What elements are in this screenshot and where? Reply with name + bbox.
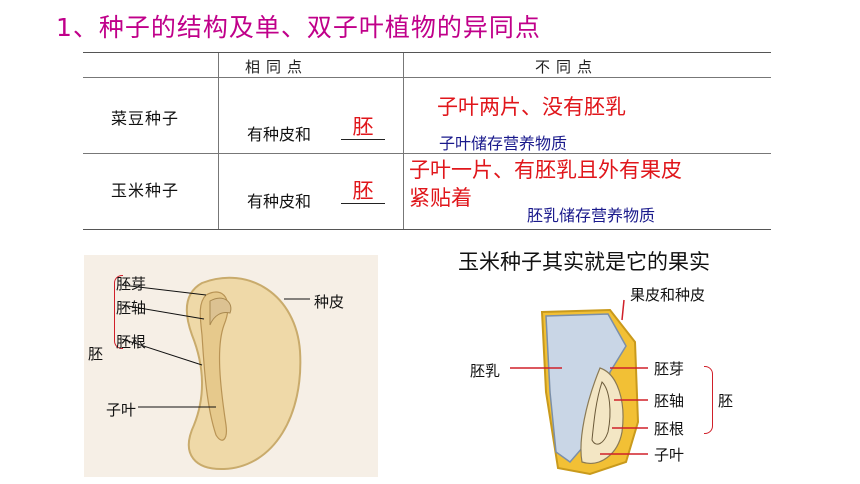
diff-blue-corn: 胚乳储存营养物质 — [527, 206, 656, 225]
corn-seed-illustration — [510, 299, 648, 476]
label-corn-radicle: 胚根 — [654, 420, 685, 438]
label-seed-coat: 种皮 — [314, 293, 345, 311]
label-pericarp-seed-coat: 果皮和种皮 — [630, 286, 706, 304]
table-divider — [83, 153, 771, 154]
diff-red-bean: 子叶两片、没有胚乳 — [437, 95, 626, 119]
label-plumule: 胚芽 — [116, 275, 147, 293]
corn-seed-diagram: 果皮和种皮 胚乳 胚芽 胚轴 胚根 子叶 胚 — [450, 272, 780, 480]
answer-blank-bean: 胚 — [341, 115, 385, 140]
diff-red-corn-line2: 紧贴着 — [409, 186, 472, 210]
label-corn-hypocotyl: 胚轴 — [654, 392, 685, 410]
header-diff: 不同点 — [535, 58, 599, 76]
bean-seed-diagram: 胚芽 胚轴 胚根 胚 子叶 种皮 — [84, 255, 378, 477]
corn-caption: 玉米种子其实就是它的果实 — [458, 250, 710, 274]
same-text-bean: 有种皮和 — [247, 125, 312, 144]
label-corn-embryo: 胚 — [718, 392, 734, 410]
comparison-table: 相同点 不同点 菜豆种子 有种皮和 胚 子叶两片、没有胚乳 子叶储存营养物质 玉… — [83, 52, 771, 230]
row-label-corn: 玉米种子 — [111, 181, 180, 200]
embryo-bracket — [114, 275, 123, 349]
label-cotyledon: 子叶 — [106, 401, 137, 419]
diff-red-corn-line1: 子叶一片、有胚乳且外有果皮 — [409, 158, 682, 182]
page-title: 1、种子的结构及单、双子叶植物的异同点 — [56, 13, 541, 42]
answer-blank-corn: 胚 — [341, 179, 385, 204]
header-same: 相同点 — [245, 58, 309, 76]
label-hypocotyl: 胚轴 — [116, 299, 147, 317]
same-text-corn: 有种皮和 — [247, 192, 312, 211]
diff-blue-bean: 子叶储存营养物质 — [439, 134, 568, 153]
label-embryo: 胚 — [88, 345, 104, 363]
row-label-bean: 菜豆种子 — [111, 109, 180, 128]
label-corn-plumule: 胚芽 — [654, 360, 685, 378]
table-divider — [83, 77, 771, 78]
table-divider — [403, 53, 404, 229]
label-radicle: 胚根 — [116, 333, 147, 351]
label-corn-cotyledon: 子叶 — [654, 446, 685, 464]
label-endosperm: 胚乳 — [470, 362, 501, 380]
table-divider — [218, 53, 219, 229]
corn-embryo-bracket — [704, 366, 713, 434]
bean-seed-illustration — [121, 276, 310, 471]
